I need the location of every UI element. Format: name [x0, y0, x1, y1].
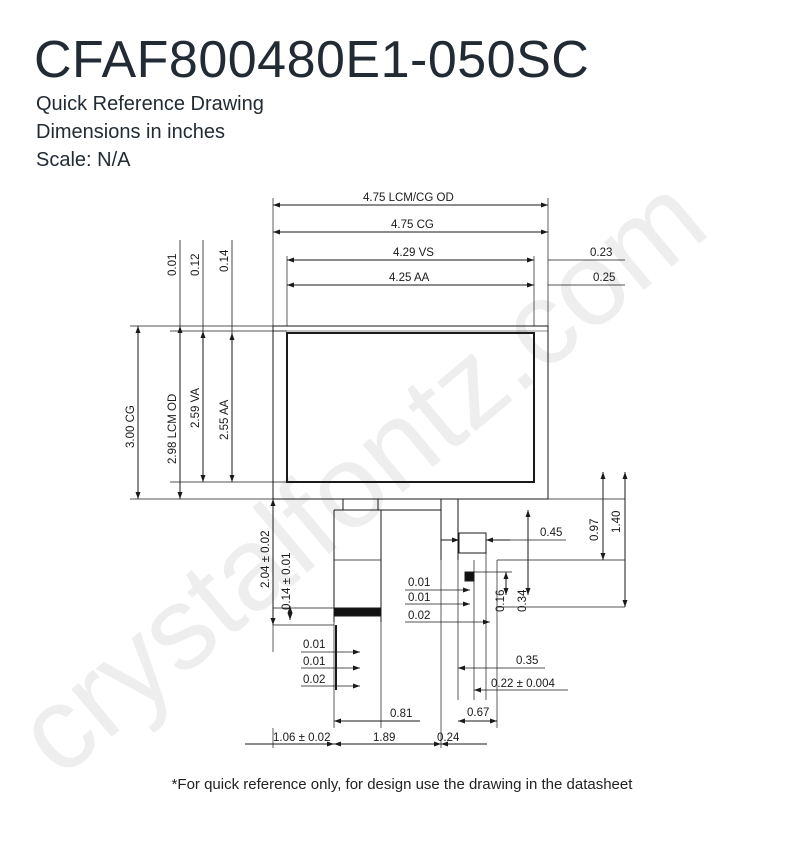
- dim-189: 1.89: [373, 732, 395, 744]
- subtitle-drawing: Quick Reference Drawing: [36, 93, 264, 115]
- subtitle-scale: Scale: N/A: [36, 149, 131, 171]
- dim-022: 0.22 ± 0.004: [491, 678, 555, 690]
- tail-contact: [464, 571, 475, 582]
- subtitle-units: Dimensions in inches: [36, 121, 225, 143]
- dim-cg-height: 3.00 CG: [125, 405, 137, 448]
- dim-034: 0.34: [517, 589, 529, 612]
- dim-top-001: 0.01: [167, 254, 179, 276]
- dim-top-012: 0.12: [190, 254, 202, 276]
- dim-mid-001a: 0.01: [408, 577, 430, 589]
- dim-vs: 4.29 VS: [393, 247, 434, 259]
- dim-016: 0.16: [495, 590, 507, 612]
- dim-va-height: 2.59 VA: [190, 388, 202, 428]
- dim-140: 1.40: [611, 511, 623, 533]
- dim-aa-height: 2.55 AA: [219, 399, 231, 440]
- tail-stiffener: [458, 532, 487, 554]
- dim-tail-length: 2.04 ± 0.02: [260, 531, 272, 588]
- active-area-outline: [286, 332, 535, 483]
- dim-cg-width: 4.75 CG: [391, 219, 434, 231]
- dim-081: 0.81: [390, 708, 412, 720]
- dim-mid-002: 0.02: [408, 610, 430, 622]
- footnote: *For quick reference only, for design us…: [171, 776, 633, 793]
- fpc-contact-bar: [333, 607, 382, 617]
- dim-aa-width: 4.25 AA: [389, 272, 430, 284]
- page-title: CFAF800480E1-050SC: [34, 31, 590, 89]
- dim-tail-thickness: 0.14 ± 0.01: [281, 553, 293, 610]
- dim-right-025: 0.25: [593, 272, 615, 284]
- dim-106: 1.06 ± 0.02: [273, 732, 330, 744]
- dim-low-001a: 0.01: [303, 639, 325, 651]
- dim-035: 0.35: [516, 655, 538, 667]
- watermark-text: crystalfontz.com: [0, 151, 730, 800]
- dim-045: 0.45: [540, 527, 562, 539]
- dim-097: 0.97: [589, 519, 601, 541]
- dim-low-001b: 0.01: [303, 656, 325, 668]
- dim-lcm-od-height: 2.98 LCM OD: [167, 394, 179, 464]
- dim-024: 0.24: [437, 732, 460, 744]
- cover-glass-outline: [272, 325, 549, 500]
- dim-067: 0.67: [467, 707, 489, 719]
- dim-low-002: 0.02: [303, 674, 325, 686]
- dim-lcm-cg-od: 4.75 LCM/CG OD: [363, 192, 454, 204]
- dim-mid-001b: 0.01: [408, 592, 430, 604]
- dim-right-023: 0.23: [590, 247, 612, 259]
- dim-top-014: 0.14: [219, 249, 231, 272]
